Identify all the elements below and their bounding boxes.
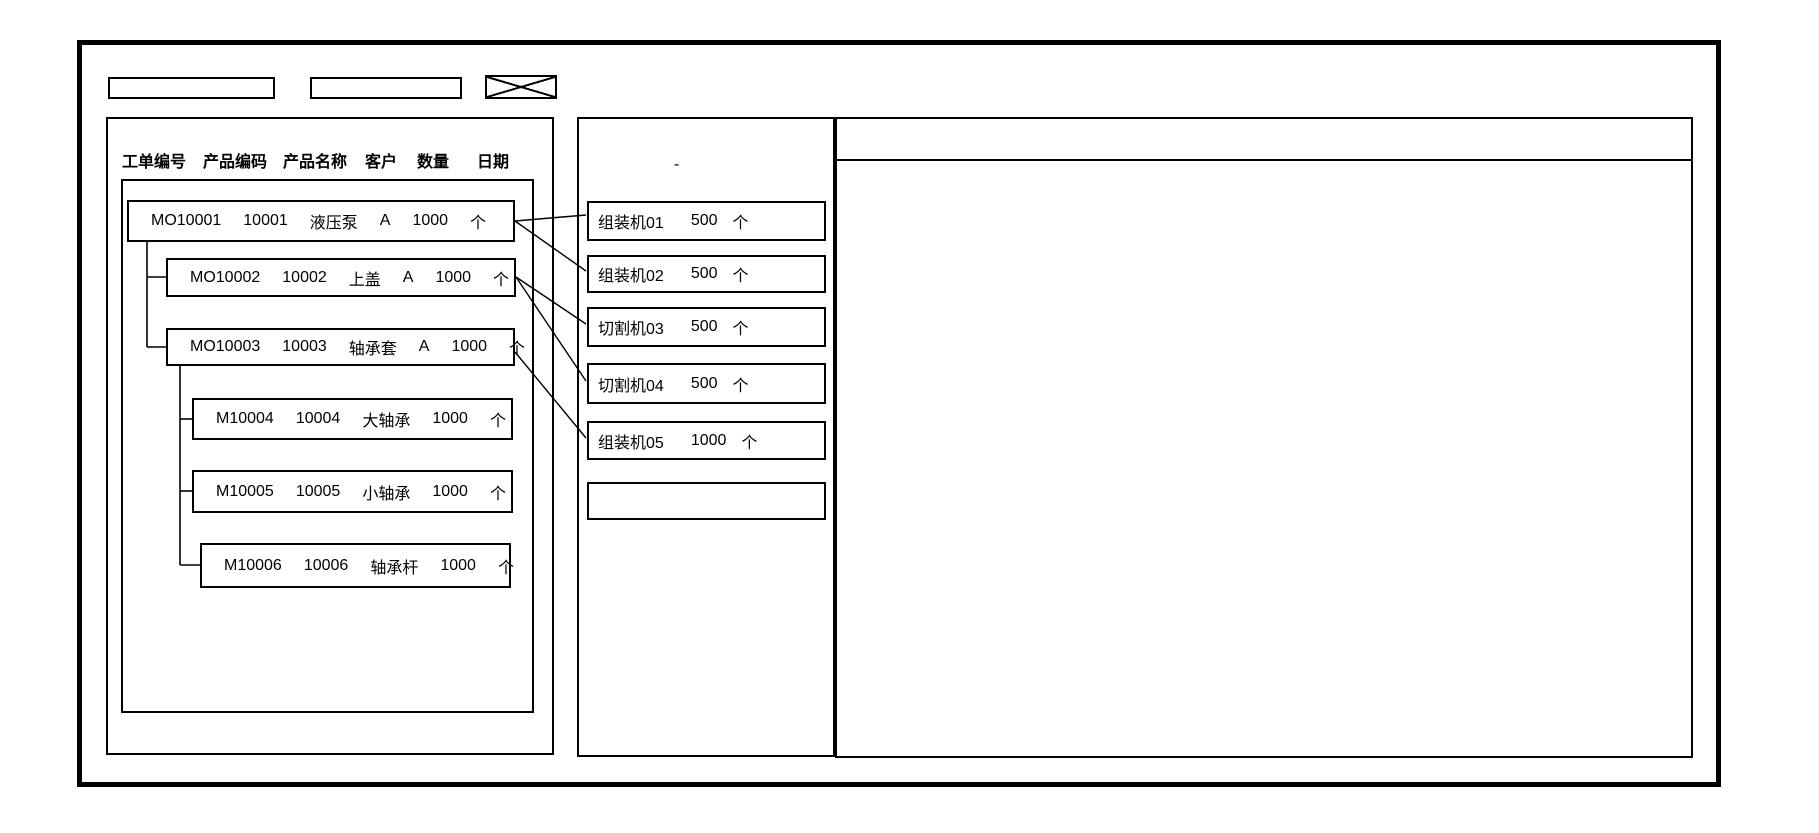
quantity: 1000: [412, 212, 449, 229]
product-code: 10006: [303, 556, 349, 574]
machine-item-2[interactable]: 组装机02 500 个: [587, 255, 826, 293]
detail-panel: [835, 117, 1693, 758]
machine-unit: 个: [732, 377, 749, 395]
image-placeholder-icon: [485, 75, 557, 99]
quantity: 1000: [432, 482, 468, 500]
machine-item-empty[interactable]: [587, 482, 826, 520]
product-name: 大轴承: [362, 413, 411, 430]
machine-qty: 1000: [690, 431, 727, 449]
detail-panel-header-divider: [835, 159, 1693, 161]
unit: 个: [497, 559, 514, 577]
unit: 个: [493, 271, 510, 289]
machine-qty: 500: [690, 374, 718, 392]
machine-item-5[interactable]: 组装机05 1000 个: [587, 421, 826, 460]
machine-item-3[interactable]: 切割机03 500 个: [587, 307, 826, 347]
quantity: 1000: [440, 556, 476, 574]
order-no: MO10002: [190, 268, 261, 286]
product-code: 10003: [282, 338, 327, 355]
machine-name: 切割机04: [598, 377, 664, 395]
order-item-m10006[interactable]: M10006 10006 轴承杆 1000 个: [200, 543, 514, 588]
column-product-name: 产品名称: [283, 154, 348, 171]
machine-unit: 个: [732, 321, 749, 338]
dash-mark: -: [674, 156, 680, 173]
column-customer: 客户: [365, 154, 398, 171]
unit: 个: [489, 413, 506, 430]
product-name: 小轴承: [362, 485, 411, 503]
order-no: M10004: [216, 410, 274, 427]
machine-qty: 500: [690, 265, 718, 282]
order-item-mo10003[interactable]: MO10003 10003 轴承套 A 1000 个: [166, 328, 525, 366]
product-code: 10004: [295, 410, 341, 427]
machine-item-1[interactable]: 组装机01 500 个: [587, 201, 826, 241]
unit: 个: [489, 485, 506, 503]
column-order-no: 工单编号: [122, 154, 187, 171]
machine-item-4[interactable]: 切割机04 500 个: [587, 363, 826, 404]
order-no: MO10003: [190, 338, 261, 355]
product-name: 轴承套: [348, 341, 397, 358]
machine-name: 切割机03: [598, 321, 664, 338]
order-no: M10006: [224, 556, 282, 574]
product-name: 液压泵: [309, 215, 358, 232]
order-item-mo10001[interactable]: MO10001 10001 液压泵 A 1000 个: [127, 200, 515, 242]
toolbar-field-2[interactable]: [310, 77, 462, 99]
column-product-code: 产品编码: [203, 154, 268, 171]
order-item-mo10002[interactable]: MO10002 10002 上盖 A 1000 个: [166, 258, 516, 297]
quantity: 1000: [435, 268, 472, 286]
order-item-m10004[interactable]: M10004 10004 大轴承 1000 个: [192, 398, 513, 440]
product-code: 10005: [295, 482, 341, 500]
product-name: 上盖: [348, 271, 381, 289]
product-name: 轴承杆: [370, 559, 419, 577]
quantity: 1000: [451, 338, 488, 355]
column-quantity: 数量: [417, 154, 450, 171]
order-item-m10005[interactable]: M10005 10005 小轴承 1000 个: [192, 470, 513, 513]
column-date: 日期: [477, 154, 510, 171]
machine-name: 组装机05: [598, 434, 664, 452]
machine-qty: 500: [690, 212, 718, 229]
order-no: M10005: [216, 482, 274, 500]
quantity: 1000: [432, 410, 468, 427]
machine-qty: 500: [690, 318, 718, 335]
customer: A: [418, 338, 430, 355]
customer: A: [379, 212, 391, 229]
order-no: MO10001: [151, 212, 222, 229]
machine-unit: 个: [732, 215, 749, 232]
toolbar-field-1[interactable]: [108, 77, 275, 99]
machine-unit: 个: [741, 434, 758, 452]
machine-unit: 个: [732, 268, 749, 285]
machine-name: 组装机01: [598, 215, 664, 232]
product-code: 10001: [243, 212, 288, 229]
unit: 个: [509, 341, 526, 358]
machine-name: 组装机02: [598, 268, 664, 285]
product-code: 10002: [282, 268, 327, 286]
unit: 个: [470, 215, 487, 232]
customer: A: [402, 268, 414, 286]
